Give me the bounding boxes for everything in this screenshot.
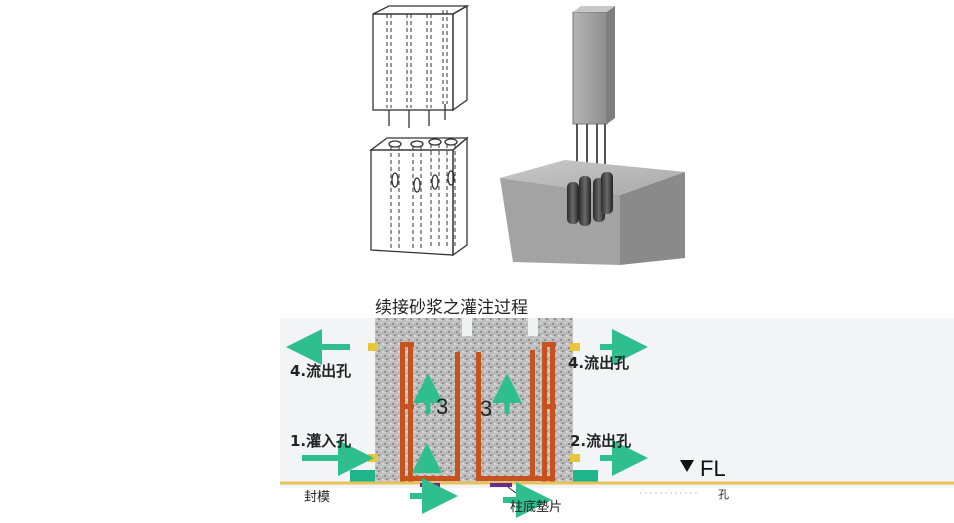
lower-block-top xyxy=(369,137,469,151)
label-text: 流出孔 xyxy=(306,362,352,380)
label-outflow-2: 2.流出孔 xyxy=(570,430,631,451)
inflow-port xyxy=(368,454,378,462)
base-side xyxy=(620,172,685,265)
floor-level-label: FL xyxy=(700,456,726,481)
upper-block-front xyxy=(372,13,454,111)
stage-label-3-right: 3 xyxy=(480,396,493,421)
label-outflow-4-left: 4.流出孔 xyxy=(290,360,351,381)
label-text: 流出孔 xyxy=(584,354,630,372)
floor-level-marker xyxy=(680,460,694,472)
outflow-port-right xyxy=(570,343,580,351)
outflow-port-2 xyxy=(570,454,580,462)
column-sketch-drawing xyxy=(369,4,470,257)
label-number: 2. xyxy=(570,432,587,450)
shim xyxy=(490,483,512,487)
label-text: 灌入孔 xyxy=(306,432,352,450)
formwork-seal-right xyxy=(573,470,598,482)
sleeve xyxy=(567,182,579,224)
column-shaft xyxy=(572,11,608,125)
label-outflow-4-right: 4.流出孔 xyxy=(568,352,629,373)
sleeve xyxy=(601,172,613,214)
stage-label-3-left: 3 xyxy=(436,394,449,419)
label-number: 1. xyxy=(290,432,307,450)
sleeve xyxy=(579,176,591,226)
label-inflow-1: 1.灌入孔 xyxy=(290,430,351,451)
label-formwork: 封模 xyxy=(304,490,331,505)
label-text: 流出孔 xyxy=(586,432,632,450)
shim-leader xyxy=(507,486,521,497)
sleeve-right xyxy=(535,342,556,482)
lower-block-front xyxy=(370,149,454,256)
label-shim: 柱底墊片 xyxy=(510,500,563,515)
sleeve-middle xyxy=(476,350,535,481)
formwork-seal-left xyxy=(350,470,375,482)
render-drawing xyxy=(500,6,685,265)
upper-block-top xyxy=(372,5,470,15)
grouting-section-drawing xyxy=(280,318,954,518)
grouting-process-diagram: 续接砂浆之灌注过程 4.流出孔 4.流出孔 1.灌入孔 2.流出孔 3 3 封模… xyxy=(280,290,954,519)
column-base-render xyxy=(495,0,690,270)
upper-block-side xyxy=(452,4,468,112)
diagram-title: 续接砂浆之灌注过程 xyxy=(375,298,528,318)
label-number: 4. xyxy=(290,362,307,380)
lower-block-side xyxy=(452,136,468,257)
shim xyxy=(420,483,440,487)
base-top xyxy=(500,160,685,195)
trailing-text: 孔 xyxy=(718,488,729,501)
outflow-port-left xyxy=(368,343,378,351)
label-number: 4. xyxy=(568,354,585,372)
precast-column-sketch xyxy=(355,0,495,265)
